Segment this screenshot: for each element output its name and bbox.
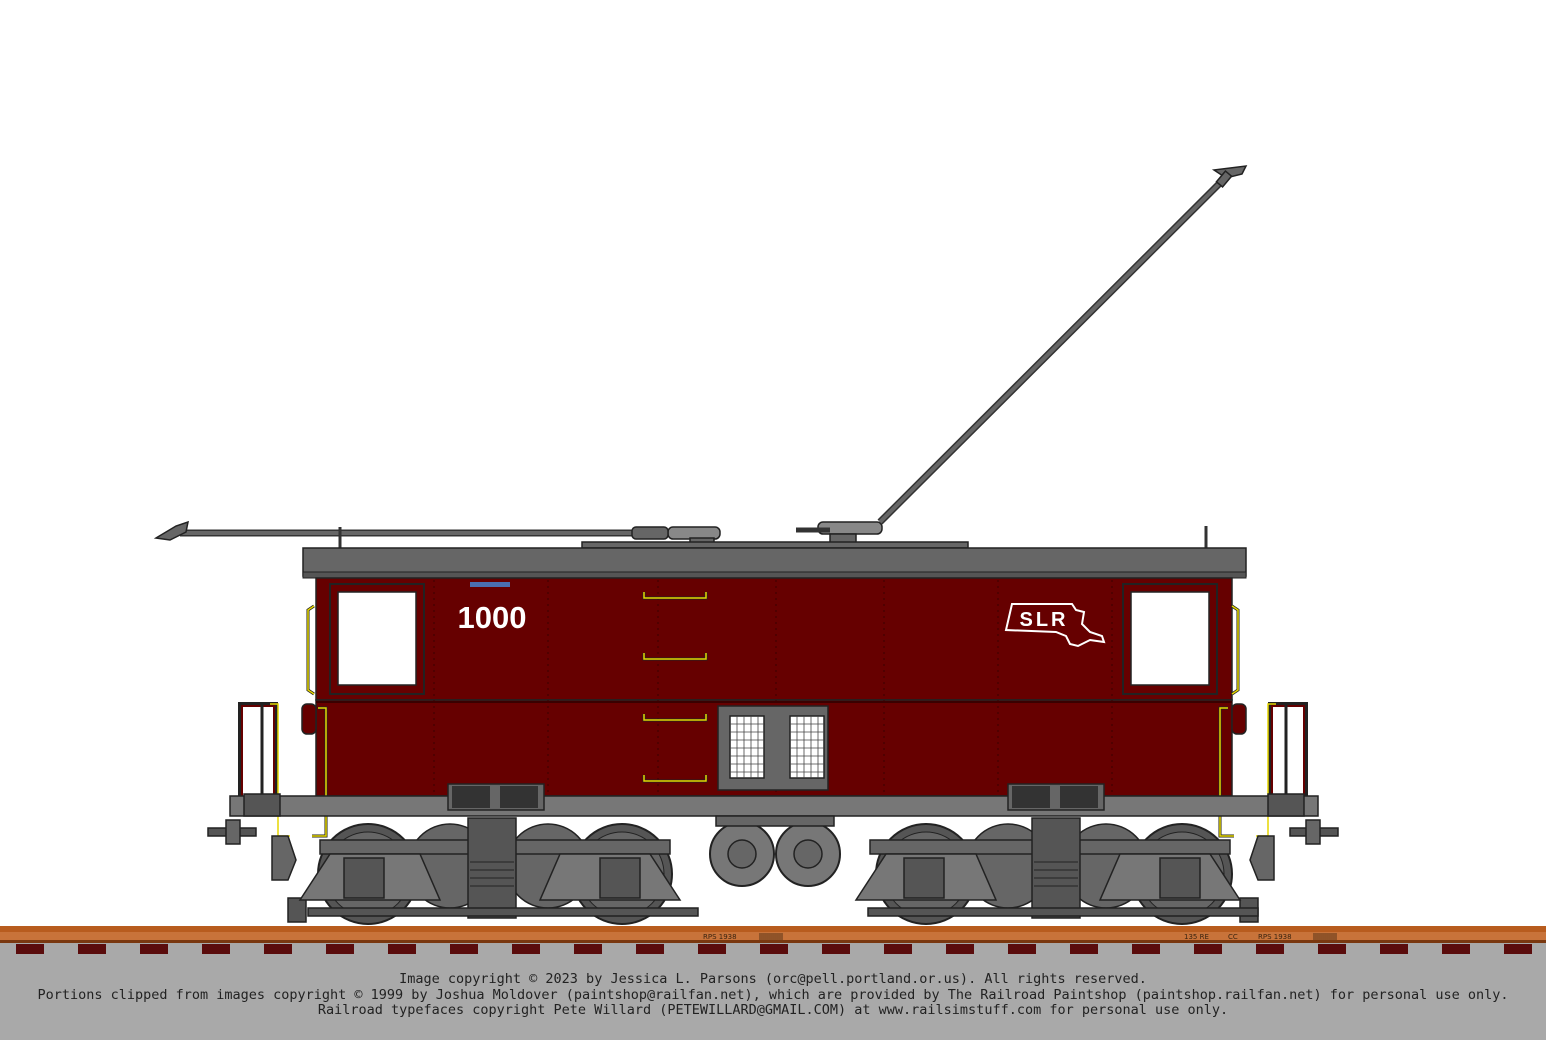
end-details-right bbox=[1218, 604, 1308, 838]
roof bbox=[302, 547, 1247, 577]
svg-text:SLR: SLR bbox=[1020, 609, 1069, 631]
car-number: 1000 bbox=[458, 600, 527, 635]
rail-marking-right-1: 135 RE bbox=[1184, 933, 1209, 941]
truck-left bbox=[298, 783, 699, 925]
rail-marking-right-2: CC bbox=[1228, 933, 1238, 941]
window-right bbox=[1130, 591, 1210, 686]
rail-barcode-left bbox=[759, 933, 783, 940]
ties bbox=[16, 944, 1532, 954]
credit-line-1: Image copyright © 2023 by Jessica L. Par… bbox=[399, 971, 1147, 987]
rail-head bbox=[0, 926, 1546, 932]
rail-web bbox=[0, 932, 1546, 940]
copyright-notice: Image copyright © 2023 by Jessica L. Par… bbox=[0, 971, 1546, 1019]
credit-line-3: Railroad typefaces copyright Pete Willar… bbox=[317, 1002, 1229, 1019]
truck-right bbox=[854, 783, 1259, 925]
rail-base bbox=[0, 940, 1546, 943]
coupler-left bbox=[207, 819, 307, 923]
rail-marking-left: RPS 1938 bbox=[703, 933, 737, 941]
coupler-right bbox=[1239, 819, 1339, 923]
slr-logo: SLR bbox=[1004, 603, 1106, 648]
rail-marking-right-3: RPS 1938 bbox=[1258, 933, 1292, 941]
resistor-grilles bbox=[717, 705, 829, 791]
car-body-upper bbox=[315, 577, 1233, 701]
underframe-sill bbox=[229, 795, 1319, 817]
trolley-pole-right bbox=[796, 165, 1248, 545]
air-reservoirs bbox=[709, 815, 841, 887]
rail-barcode-right bbox=[1313, 933, 1337, 940]
builder-plate bbox=[470, 582, 510, 587]
ballast bbox=[0, 940, 1546, 1040]
credit-line-2: Portions clipped from images copyright ©… bbox=[37, 986, 1509, 1003]
roof-walk bbox=[581, 541, 969, 549]
window-left bbox=[337, 591, 417, 686]
